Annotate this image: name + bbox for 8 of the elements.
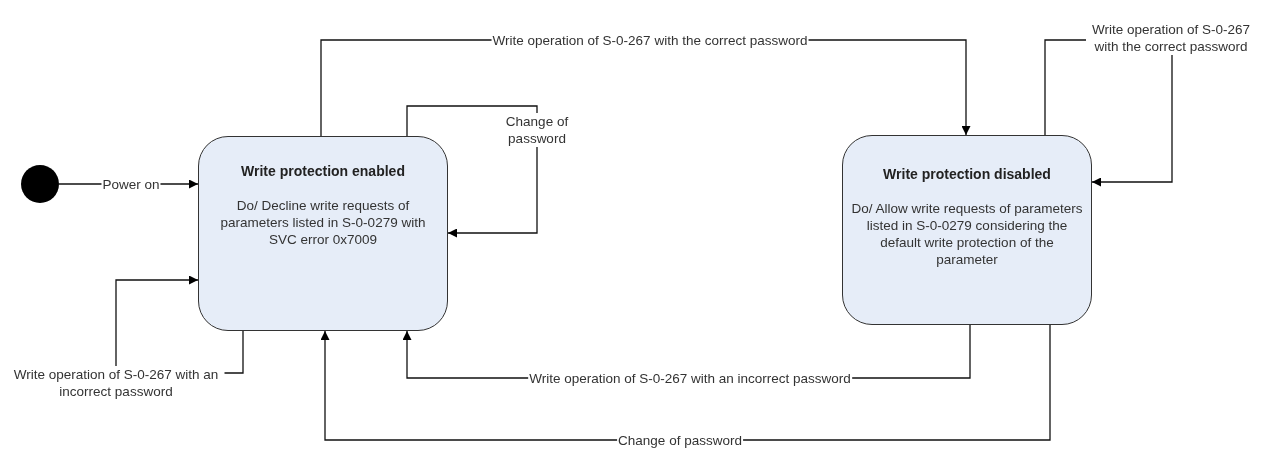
state-title: Write protection disabled — [883, 166, 1051, 182]
state-box — [842, 135, 1092, 325]
state-activity: Do/ Allow write requests of parameters listed in S-0-0279 considering the default write protection of the parameter — [851, 200, 1083, 268]
initial-state-dot — [21, 165, 59, 203]
state-activity: Do/ Decline write requests of parameters listed in S-0-0279 with SVC error 0x7009 — [219, 197, 427, 248]
state-box — [198, 136, 448, 331]
transition-arrow — [406, 105, 538, 238]
state-title: Write protection enabled — [241, 163, 405, 179]
